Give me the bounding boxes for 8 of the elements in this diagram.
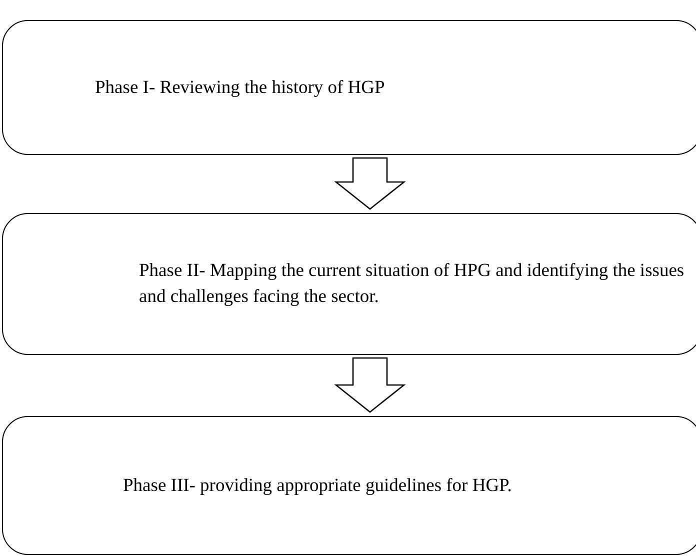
block-arrow [334, 157, 406, 210]
process-box [2, 416, 696, 555]
block-arrow [334, 357, 406, 413]
phase-text: Phase III- providing appropriate guidelines for HGP. [123, 474, 512, 498]
process-box [2, 213, 696, 355]
phase-text: Phase I- Reviewing the history of HGP [95, 76, 385, 100]
phase-text: Phase II- Mapping the current situation of HPG and identifying the issues and challenges facing the sector. [139, 260, 686, 309]
process-box [2, 20, 696, 155]
